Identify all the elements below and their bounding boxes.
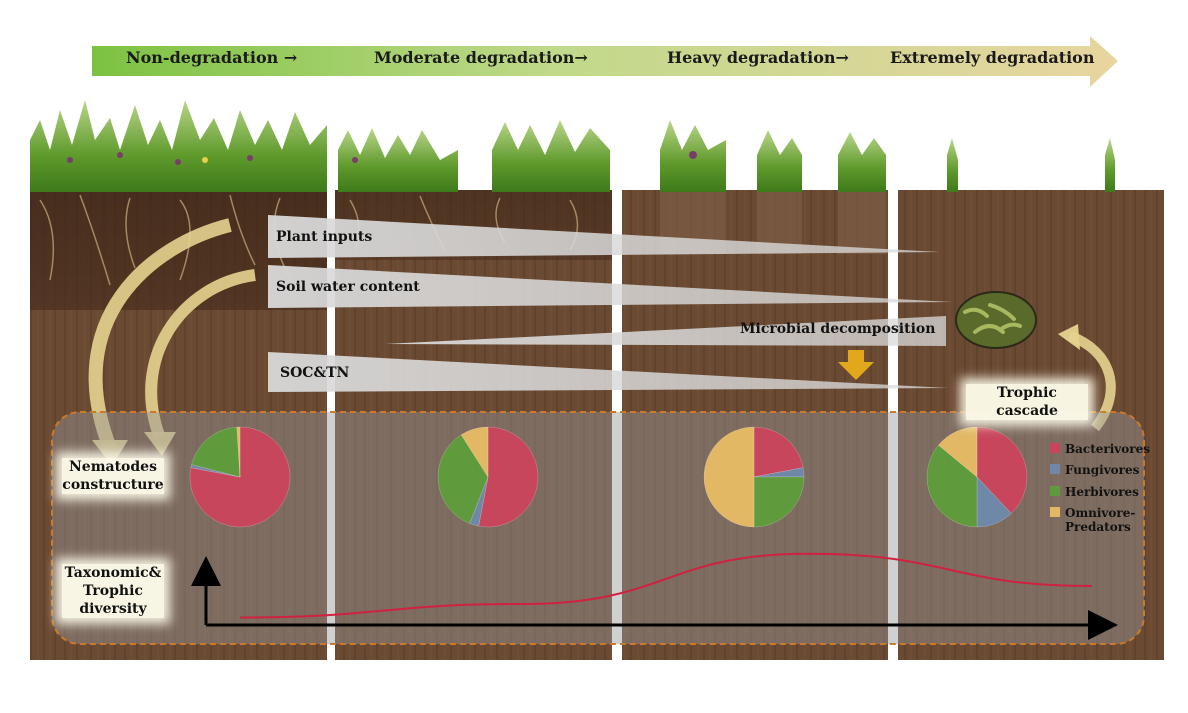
taxonomic-trophic-diversity-label: Taxonomic& Trophic diversity xyxy=(62,564,164,618)
water-to-nematode-arrow xyxy=(145,269,256,441)
pie-slice-3-fungivores xyxy=(753,467,805,478)
legend-label-herbivores: Herbivores xyxy=(1065,485,1139,499)
stage-label-moderate-degradation: Moderate degradation→ xyxy=(374,48,588,67)
legend-swatch-bacterivores xyxy=(1050,443,1060,453)
diversity-trend-line xyxy=(239,552,1093,619)
pie-slice-4-bacterivores xyxy=(976,426,1028,514)
plant-inputs-label: Plant inputs xyxy=(276,229,373,245)
pie-slice-3-herbivores xyxy=(753,476,805,528)
pie-slice-2-fungivores xyxy=(469,476,489,527)
nematode-structure-box xyxy=(51,411,1145,645)
plant-inputs-wedge xyxy=(268,215,940,258)
soc-tn-wedge xyxy=(268,352,948,392)
trophic-cascade-arrow xyxy=(1068,331,1116,432)
pie-slice-3-bacterivores xyxy=(753,426,804,478)
legend-label-omnivore-predators: Omnivore-Predators xyxy=(1065,506,1136,534)
soil-water-label: Soil water content xyxy=(276,279,420,295)
pie-slice-2-bacterivores xyxy=(478,426,539,528)
pie-slice-1-bacterivores xyxy=(189,426,291,528)
stage-label-extremely-degradation: Extremely degradation xyxy=(890,48,1095,67)
microbial-wedge xyxy=(385,316,946,346)
legend-swatch-herbivores xyxy=(1050,486,1060,496)
pie-slice-3-omnivore-predators xyxy=(703,426,755,528)
nematodes-constructure-label: Nematodes constructure xyxy=(62,458,164,494)
nematode-micrograph-icon xyxy=(955,291,1037,349)
pie-slice-1-herbivores xyxy=(191,426,241,478)
grass-non-degradation xyxy=(30,100,327,192)
legend-swatch-omnivore-predators xyxy=(1050,507,1060,517)
legend-label-fungivores: Fungivores xyxy=(1065,463,1140,477)
grass-heavy-degradation xyxy=(660,120,886,192)
pie-slice-4-herbivores xyxy=(926,444,978,528)
pie-slice-4-fungivores xyxy=(976,476,1012,528)
grass-moderate-degradation xyxy=(338,120,610,192)
water-arrow-head xyxy=(144,432,176,456)
pie-slice-1-fungivores xyxy=(190,464,241,478)
legend-swatch-fungivores xyxy=(1050,464,1060,474)
trophic-arrow-head xyxy=(1058,324,1080,350)
pie-slice-2-omnivore-predators xyxy=(460,426,489,478)
microbial-decomposition-label: Microbial decomposition xyxy=(740,321,936,337)
stage-label-non-degradation: Non-degradation → xyxy=(126,48,298,67)
down-arrow-icon xyxy=(838,350,874,380)
legend-swatches xyxy=(1050,443,1060,517)
soil-water-wedge xyxy=(268,265,952,308)
soil-panel-3 xyxy=(622,190,888,660)
pie-slice-1-omnivore-predators xyxy=(236,426,241,478)
nematode-pies xyxy=(189,426,1028,528)
stage-label-heavy-degradation: Heavy degradation→ xyxy=(667,48,849,67)
trophic-cascade-label: Trophic cascade xyxy=(966,384,1088,420)
soc-tn-label: SOC&TN xyxy=(280,365,350,381)
plant-to-nematode-arrow xyxy=(88,218,232,451)
grass-extremely-degradation xyxy=(947,138,1115,192)
plant-arrow-head xyxy=(92,440,128,466)
legend-label-bacterivores: Bacterivores xyxy=(1065,442,1150,456)
soil-panel-4 xyxy=(898,190,1164,660)
pie-slice-4-omnivore-predators xyxy=(938,426,978,478)
pie-slice-2-herbivores xyxy=(437,434,489,524)
degradation-gradient-arrow xyxy=(92,36,1118,87)
